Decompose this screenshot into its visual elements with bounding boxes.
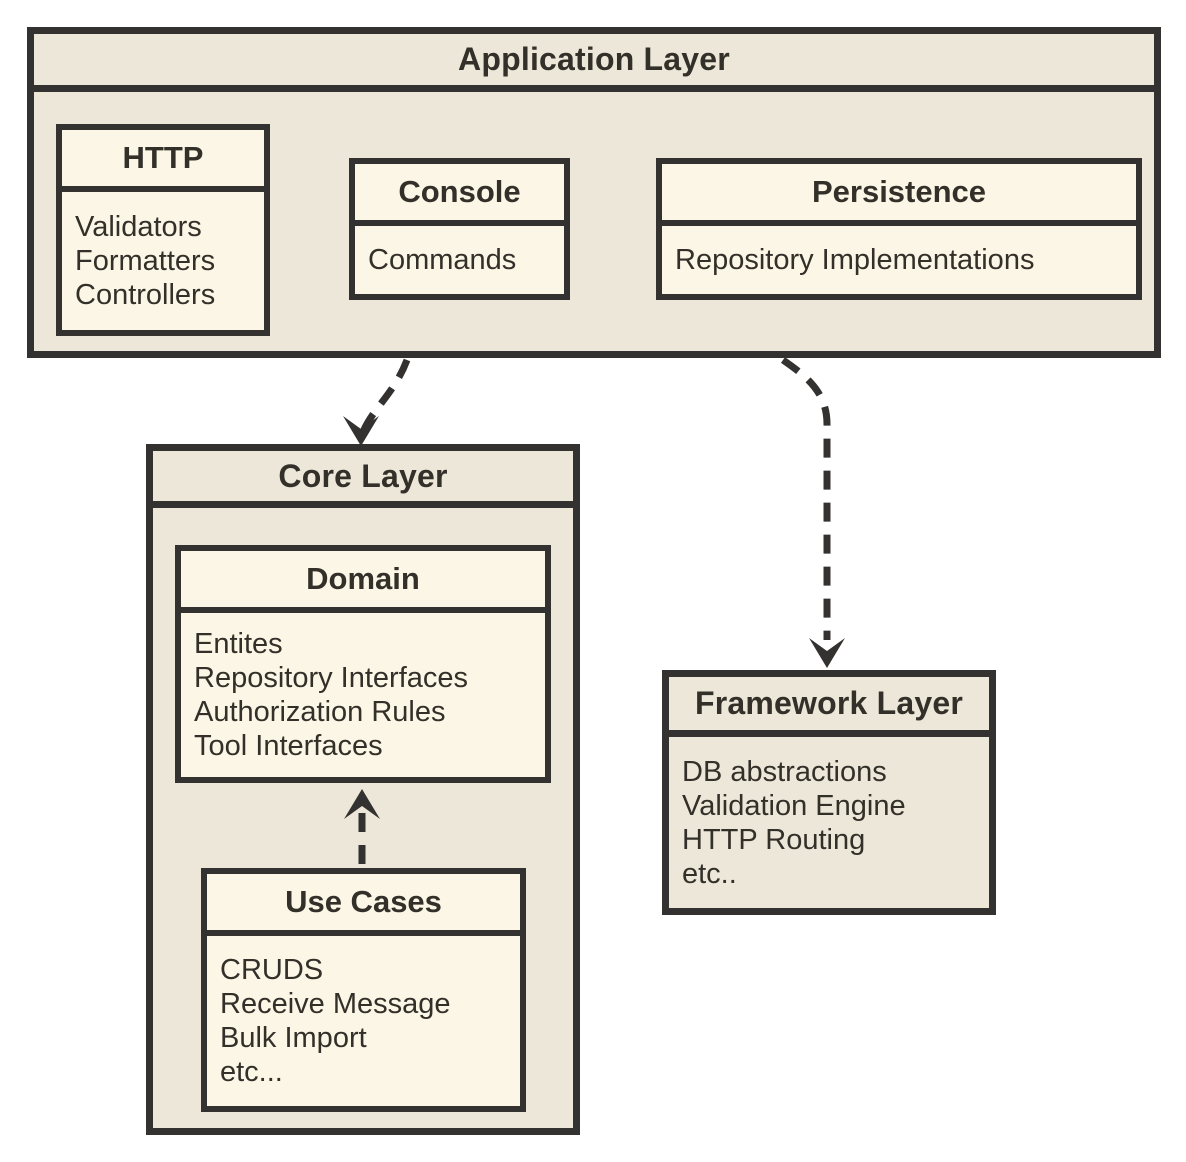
application-layer-title: Application Layer (34, 34, 1154, 92)
arrow-application-to-framework-head (809, 638, 845, 668)
arrow-application-to-core-head (343, 416, 379, 446)
console-component-items: Commands (368, 244, 517, 276)
arrow-application-to-core-line (359, 358, 411, 434)
arrow-application-to-core (343, 358, 411, 446)
domain-component-box: Domain Entites Repository Interfaces Aut… (175, 545, 551, 783)
arrow-application-to-framework-line (781, 357, 831, 640)
framework-layer-box: Framework Layer DB abstractions Validati… (662, 670, 996, 915)
use-cases-component-items: CRUDS Receive Message Bulk Import etc... (220, 954, 451, 1088)
http-component-box: HTTP Validators Formatters Controllers (56, 124, 270, 336)
application-layer-box: Application Layer HTTP Validators Format… (27, 27, 1161, 358)
console-component-box: Console Commands (349, 158, 570, 300)
persistence-component-box: Persistence Repository Implementations (656, 158, 1142, 300)
framework-layer-items: DB abstractions Validation Engine HTTP R… (682, 755, 906, 890)
persistence-component-title: Persistence (662, 164, 1136, 226)
http-component-title: HTTP (62, 130, 264, 192)
domain-component-title: Domain (181, 551, 545, 613)
http-component-items: Validators Formatters Controllers (75, 211, 216, 311)
use-cases-component-title: Use Cases (207, 874, 520, 936)
core-layer-title: Core Layer (153, 451, 573, 508)
framework-layer-title: Framework Layer (669, 677, 989, 737)
use-cases-component-box: Use Cases CRUDS Receive Message Bulk Imp… (201, 868, 526, 1112)
persistence-component-items: Repository Implementations (675, 244, 1035, 276)
core-layer-box: Core Layer Domain Entites Repository Int… (146, 444, 580, 1135)
domain-component-items: Entites Repository Interfaces Authorizat… (194, 628, 469, 762)
arrow-application-to-framework (781, 357, 845, 668)
console-component-title: Console (355, 164, 564, 226)
